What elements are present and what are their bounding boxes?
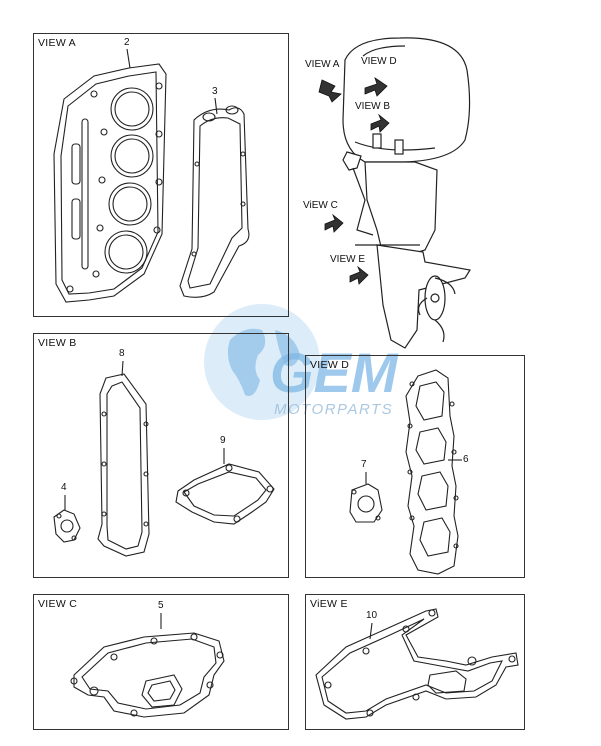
gasket-e-drawing <box>315 608 519 720</box>
callout-6: 6 <box>463 454 469 465</box>
outboard-engine-drawing <box>318 37 471 349</box>
callout-2: 2 <box>124 37 130 48</box>
view-b-arrow-icon <box>370 113 390 133</box>
panel-view-a: VIEW A 2 3 <box>33 33 289 317</box>
panel-title-view-b: VIEW B <box>38 337 77 349</box>
callout-10: 10 <box>366 610 378 621</box>
callout-8: 8 <box>119 348 125 359</box>
cylinder-head-gasket-drawing <box>53 48 250 303</box>
engine-label-view-c: ViEW C <box>303 200 338 211</box>
view-e-arrow-icon <box>349 265 369 285</box>
engine-label-view-e: VIEW E <box>330 254 366 265</box>
panel-title-view-c: VIEW C <box>38 598 78 610</box>
gasket-c-drawing <box>70 613 225 718</box>
panel-view-b: VIEW B 8 9 4 <box>33 333 289 578</box>
engine-label-view-b: VIEW B <box>355 101 391 112</box>
engine-label-view-a: VIEW A <box>305 59 340 70</box>
gasket-set-b-drawing <box>53 360 275 557</box>
callout-7: 7 <box>361 459 367 470</box>
callout-9: 9 <box>220 435 226 446</box>
view-a-arrow-icon <box>318 79 342 103</box>
engine-label-view-d: VIEW D <box>361 56 397 67</box>
callout-4: 4 <box>61 482 67 493</box>
view-c-arrow-icon <box>324 213 344 233</box>
panel-view-e: ViEW E 10 <box>305 594 525 730</box>
watermark-sub: MOTORPARTS <box>274 401 393 418</box>
panel-view-c: VIEW C 5 <box>33 594 289 730</box>
outboard-motor-illustration: VIEW A VIEW D VIEW B ViEW C VIEW E <box>295 30 495 360</box>
panel-view-d: VIEW D 6 7 <box>305 355 525 578</box>
panel-title-view-a: VIEW A <box>38 37 76 49</box>
callout-3: 3 <box>212 86 218 97</box>
manifold-gasket-drawing <box>349 369 462 575</box>
view-d-arrow-icon <box>364 77 388 97</box>
panel-title-view-d: VIEW D <box>310 359 350 371</box>
panel-title-view-e: ViEW E <box>310 598 348 610</box>
callout-5: 5 <box>158 600 164 611</box>
watermark-brand: GEM <box>270 341 399 404</box>
